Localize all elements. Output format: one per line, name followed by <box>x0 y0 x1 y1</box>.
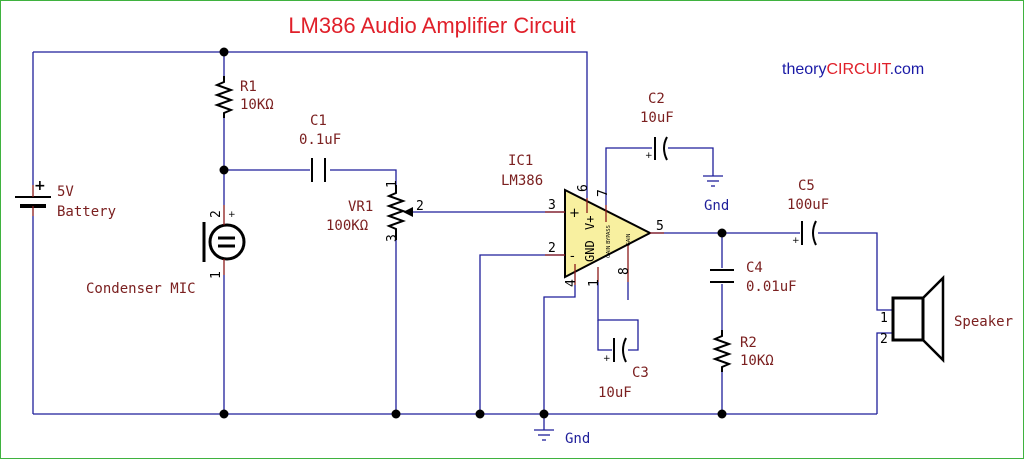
battery-plus: + <box>34 178 46 194</box>
c1-value: 0.1uF <box>299 132 341 148</box>
brand-suffix: .com <box>890 61 925 78</box>
c3-plus: + <box>603 354 611 364</box>
ic1-plus: + <box>569 206 580 221</box>
vr1-pin-2: 2 <box>416 199 424 214</box>
mic-plus: + <box>228 210 236 220</box>
r2-resistor: R2 10KΩ <box>712 330 774 372</box>
ground-bottom-label: Gnd <box>565 431 590 447</box>
ic1-gnd: GND <box>583 240 597 262</box>
c3-value: 10uF <box>598 385 632 401</box>
ic1-pin-7: 7 <box>596 189 611 197</box>
r1-resistor: R1 10KΩ <box>214 76 274 118</box>
c1-ref: C1 <box>310 113 327 129</box>
battery-symbol: + 5V Battery <box>15 178 116 220</box>
speaker-pin-2: 2 <box>880 332 888 347</box>
junction-dot <box>219 165 229 175</box>
ic1-part: LM386 <box>501 173 543 189</box>
vr1-value: 100KΩ <box>326 218 368 234</box>
wires <box>32 51 893 430</box>
c3-capacitor: + C3 10uF <box>598 337 649 401</box>
r2-ref: R2 <box>740 335 757 351</box>
condenser-mic: 2 + 1 Condenser MIC <box>86 205 246 297</box>
c5-ref: C5 <box>798 178 815 194</box>
c4-capacitor: C4 0.01uF <box>710 260 797 295</box>
speaker-symbol: 1 2 Speaker <box>880 274 1013 364</box>
battery-value: 5V <box>57 184 74 200</box>
junction-dot <box>475 409 485 419</box>
ic1-gain: GAIN <box>626 233 632 246</box>
vr1-pin-3: 3 <box>385 234 400 242</box>
ground-bottom-symbol: Gnd <box>534 429 590 447</box>
vr1-potentiometer: 1 2 3 VR1 100KΩ <box>326 180 424 242</box>
vr1-ref: VR1 <box>348 199 373 215</box>
ic1-pin-2: 2 <box>548 241 556 256</box>
speaker-pin-1: 1 <box>880 311 888 326</box>
c2-plus: + <box>645 151 653 161</box>
c5-value: 100uF <box>787 197 829 213</box>
r1-ref: R1 <box>240 79 257 95</box>
c4-value: 0.01uF <box>746 279 797 295</box>
ground-top-label: Gnd <box>704 198 729 214</box>
ic1-lm386: IC1 LM386 3 2 5 6 7 4 1 8 + - GND V+ GAI… <box>501 153 664 287</box>
mic-pin-2: 2 <box>209 210 224 218</box>
c2-capacitor: + C2 10uF <box>640 91 674 161</box>
ic1-pin-6: 6 <box>576 184 591 192</box>
ic1-ref: IC1 <box>508 153 533 169</box>
ic1-pin-4: 4 <box>564 279 579 287</box>
mic-label: Condenser MIC <box>86 281 196 297</box>
ic1-gain-bypass: GAIN BYPASS <box>606 225 612 258</box>
c2-ref: C2 <box>648 91 665 107</box>
junction-dot <box>391 409 401 419</box>
c2-value: 10uF <box>640 110 674 126</box>
c5-plus: + <box>792 236 800 246</box>
vr1-pin-1: 1 <box>385 180 400 188</box>
speaker-label: Speaker <box>954 314 1013 330</box>
ic1-minus: - <box>570 249 575 264</box>
diagram-title: LM386 Audio Amplifier Circuit <box>288 13 575 38</box>
brand-logo: theoryCIRCUIT.com <box>782 61 924 78</box>
ic1-vplus: V+ <box>583 216 597 230</box>
brand-prefix: theory <box>782 61 826 78</box>
brand-main: CIRCUIT <box>826 61 891 78</box>
junction-dot <box>717 228 727 238</box>
junction-dot <box>219 409 229 419</box>
c3-ref: C3 <box>632 365 649 381</box>
ic1-pin-8: 8 <box>617 267 632 275</box>
junction-dot <box>539 409 549 419</box>
junction-dots <box>219 47 727 419</box>
c4-ref: C4 <box>746 260 763 276</box>
battery-label: Battery <box>57 204 116 220</box>
ic1-pin-1: 1 <box>587 279 602 287</box>
c1-capacitor: C1 0.1uF <box>299 113 341 182</box>
c5-capacitor: + C5 100uF <box>787 178 829 246</box>
ic1-pin-5: 5 <box>656 219 664 234</box>
mic-pin-1: 1 <box>209 271 224 279</box>
junction-dot <box>717 409 727 419</box>
ic1-pin-3: 3 <box>548 198 556 213</box>
junction-dot <box>219 47 229 57</box>
r2-value: 10KΩ <box>740 353 774 369</box>
r1-value: 10KΩ <box>240 97 274 113</box>
ground-top-symbol: Gnd <box>703 175 729 214</box>
